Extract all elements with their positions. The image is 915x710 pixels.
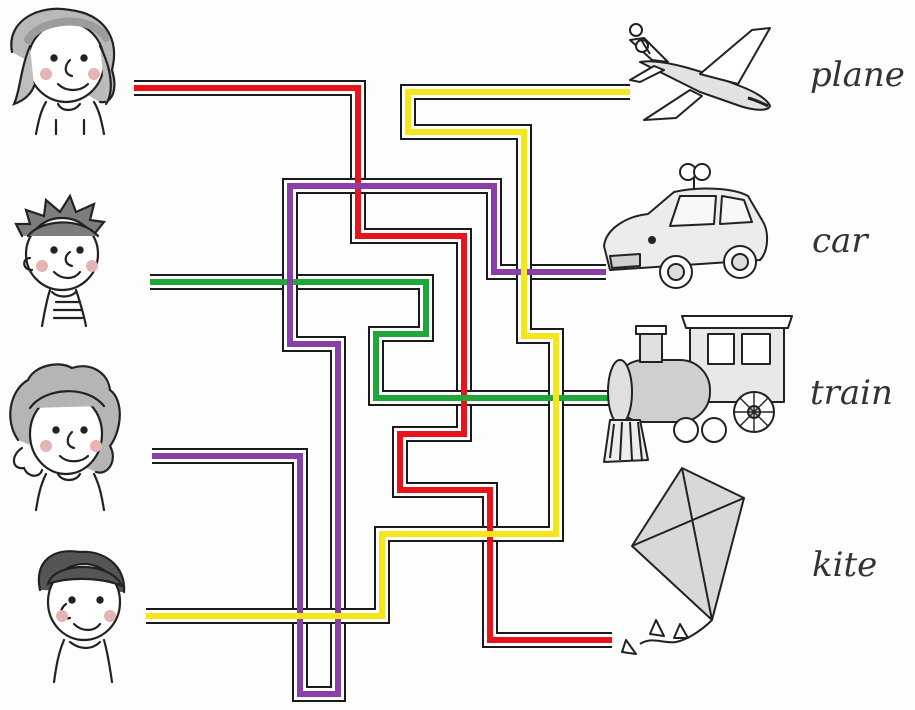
label-car: car	[812, 221, 869, 261]
label-kite: kite	[812, 545, 877, 585]
red-path	[134, 85, 612, 643]
girl-headband-icon	[10, 7, 116, 136]
label-train: train	[810, 373, 893, 413]
boy-dark-hair-icon	[37, 550, 126, 684]
boy-spiky-hair-icon	[14, 193, 107, 328]
label-plane: plane	[810, 55, 905, 95]
toy-train-icon	[603, 315, 793, 463]
green-path	[150, 279, 614, 401]
maze-paths	[134, 80, 630, 702]
toy-car-icon	[603, 163, 768, 289]
plane-icon	[629, 23, 771, 121]
purple-path	[152, 183, 606, 697]
yellow-path	[146, 89, 630, 619]
girl-curly-hair-icon	[9, 363, 121, 512]
kite-icon	[621, 467, 745, 655]
